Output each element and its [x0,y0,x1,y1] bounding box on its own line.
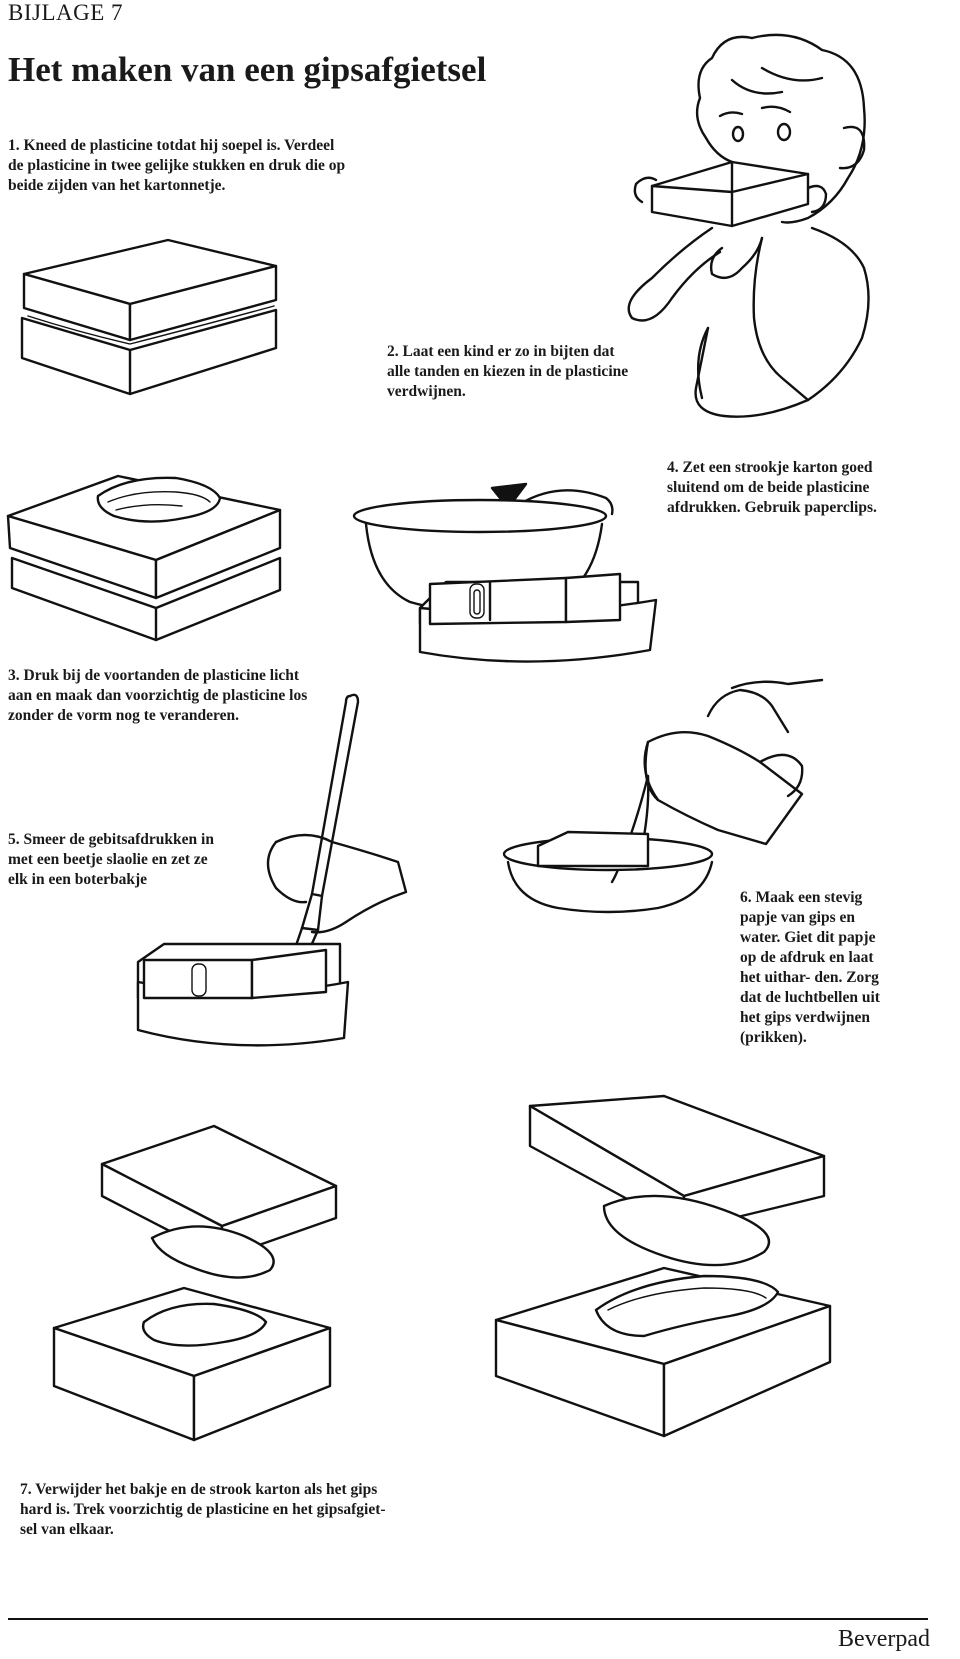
tub-and-strip-icon [352,482,658,663]
step-6: 6. Maak een stevig papje van gips en wat… [740,888,890,1048]
step-text: Kneed de plasticine totdat hij soepel is… [8,137,346,194]
step-text: Laat een kind er zo in bijten dat alle t… [387,343,629,400]
step-number: 6. [740,889,752,906]
footer-brand: Beverpad [838,1626,930,1652]
pouring-plaster-icon [502,678,824,914]
plasticine-blocks-icon [20,238,278,396]
step-number: 7. [20,1481,32,1498]
appendix-label: BIJLAGE 7 [8,0,124,25]
step-text: Verwijder het bakje en de strook karton … [20,1481,386,1538]
step-5: 5. Smeer de gebitsafdrukken in met een b… [8,830,230,890]
step-text: Zet een strookje karton goed sluitend om… [667,459,877,516]
step-1: 1. Kneed de plasticine totdat hij soepel… [8,136,353,196]
step-number: 4. [667,459,679,476]
step-7: 7. Verwijder het bakje en de strook kart… [20,1480,400,1540]
step-text: Smeer de gebitsafdrukken in met een beet… [8,831,214,888]
step-text: Druk bij de voortanden de plasticine lic… [8,667,308,724]
bitten-blocks-icon [6,474,282,642]
step-4: 4. Zet een strookje karton goed sluitend… [667,458,907,518]
step-text: Maak een stevig papje van gips en water.… [740,889,880,1046]
step-3: 3. Druk bij de voortanden de plasticine … [8,666,308,726]
step-number: 3. [8,667,20,684]
brush-oiling-icon [136,693,408,1047]
step-number: 2. [387,343,399,360]
footer-divider [8,1618,928,1620]
separating-cast-icon [52,1094,832,1442]
step-number: 5. [8,831,20,848]
child-biting-icon [627,33,870,418]
step-number: 1. [8,137,20,154]
step-2: 2. Laat een kind er zo in bijten dat all… [387,342,637,402]
page-title: Het maken van een gipsafgietsel [8,50,487,89]
